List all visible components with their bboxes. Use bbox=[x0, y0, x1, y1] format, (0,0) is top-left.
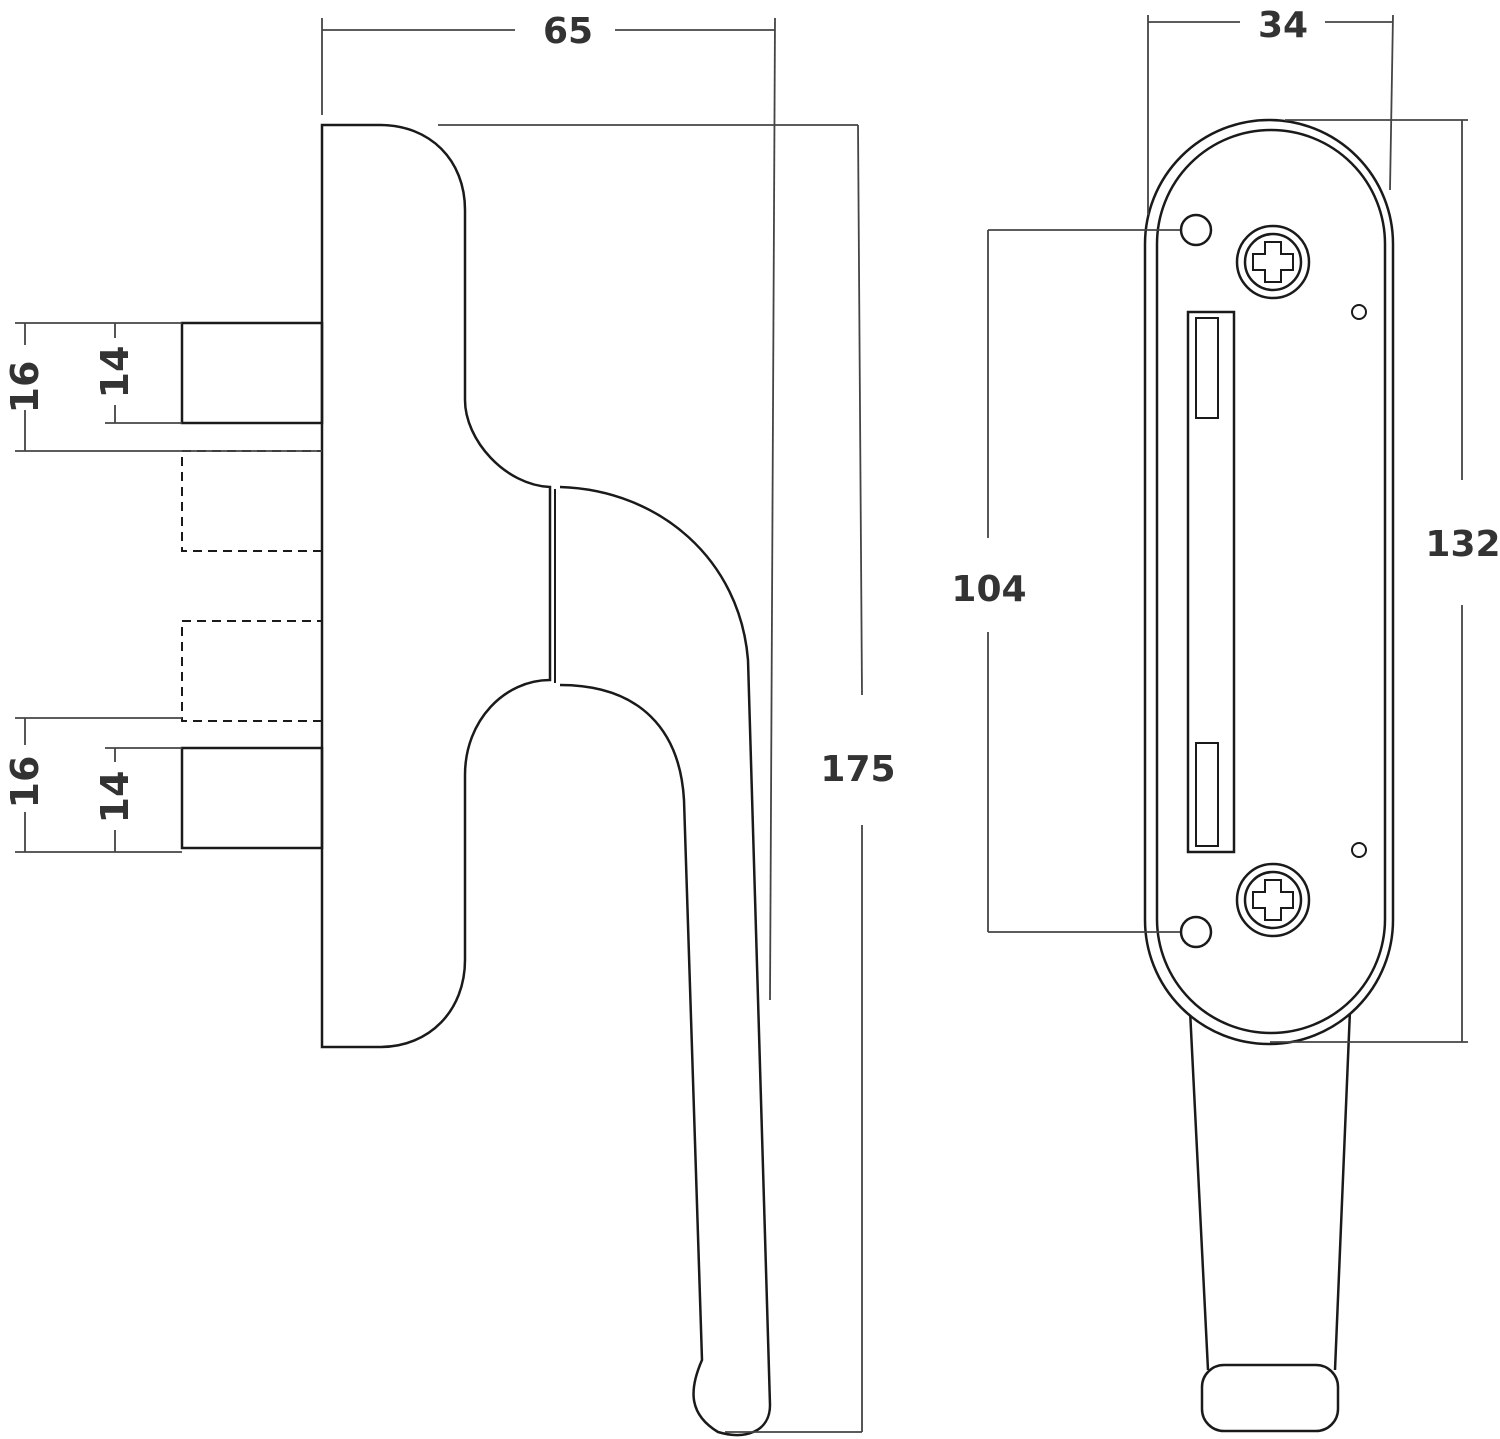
spindle-lower bbox=[180, 746, 324, 850]
side-view-dimensions bbox=[15, 17, 863, 1433]
cover-slot bbox=[1186, 310, 1236, 854]
dim-spindle-upper-inner: 14 bbox=[93, 346, 137, 399]
dim-spindle-lower-inner: 14 bbox=[93, 771, 137, 824]
cover-slot-tab-lower bbox=[1195, 742, 1219, 847]
pin-hole-lower bbox=[1351, 842, 1367, 858]
spindle-upper bbox=[180, 321, 324, 425]
cover-slot-tab-upper bbox=[1195, 317, 1219, 419]
screw-upper bbox=[1235, 224, 1311, 300]
lever-front-outline bbox=[1188, 1009, 1352, 1371]
dim-overall-width: 65 bbox=[543, 11, 593, 52]
dim-plate-width: 34 bbox=[1258, 5, 1308, 46]
fixing-hole-upper bbox=[1179, 213, 1213, 247]
spindle-alt-lower bbox=[181, 620, 323, 722]
fixing-hole-lower bbox=[1179, 915, 1213, 949]
lever-outline bbox=[559, 485, 772, 1437]
dim-plate-height: 132 bbox=[1425, 524, 1500, 565]
side-view bbox=[180, 123, 772, 1437]
front-view bbox=[1143, 118, 1395, 1433]
spindle-alt-upper bbox=[181, 450, 323, 552]
pin-hole-upper bbox=[1351, 304, 1367, 320]
rose-plate-outer bbox=[1143, 118, 1395, 1046]
handle-side-outline bbox=[320, 123, 552, 1049]
dim-spindle-upper-outer: 16 bbox=[3, 361, 47, 414]
dim-hole-spacing: 104 bbox=[951, 569, 1026, 610]
dim-spindle-lower-outer: 16 bbox=[3, 756, 47, 809]
lever-front-tip bbox=[1200, 1363, 1340, 1433]
screw-lower bbox=[1235, 862, 1311, 938]
dim-overall-height: 175 bbox=[820, 749, 895, 790]
front-view-dimensions bbox=[987, 14, 1468, 1043]
rose-plate-inner bbox=[1155, 128, 1387, 1035]
